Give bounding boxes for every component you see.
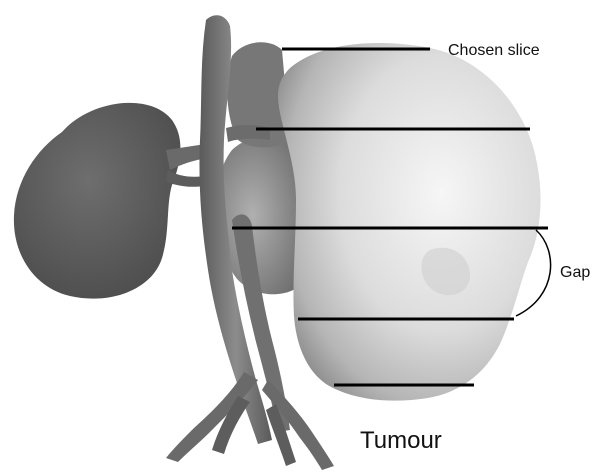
- gap-label: Gap: [560, 264, 590, 281]
- left-kidney: [14, 103, 181, 299]
- tumour-mass: [278, 43, 541, 401]
- tumour-label: Tumour: [360, 427, 442, 454]
- iliac-branch-left: [166, 372, 258, 462]
- chosen-slice-label: Chosen slice: [448, 42, 540, 59]
